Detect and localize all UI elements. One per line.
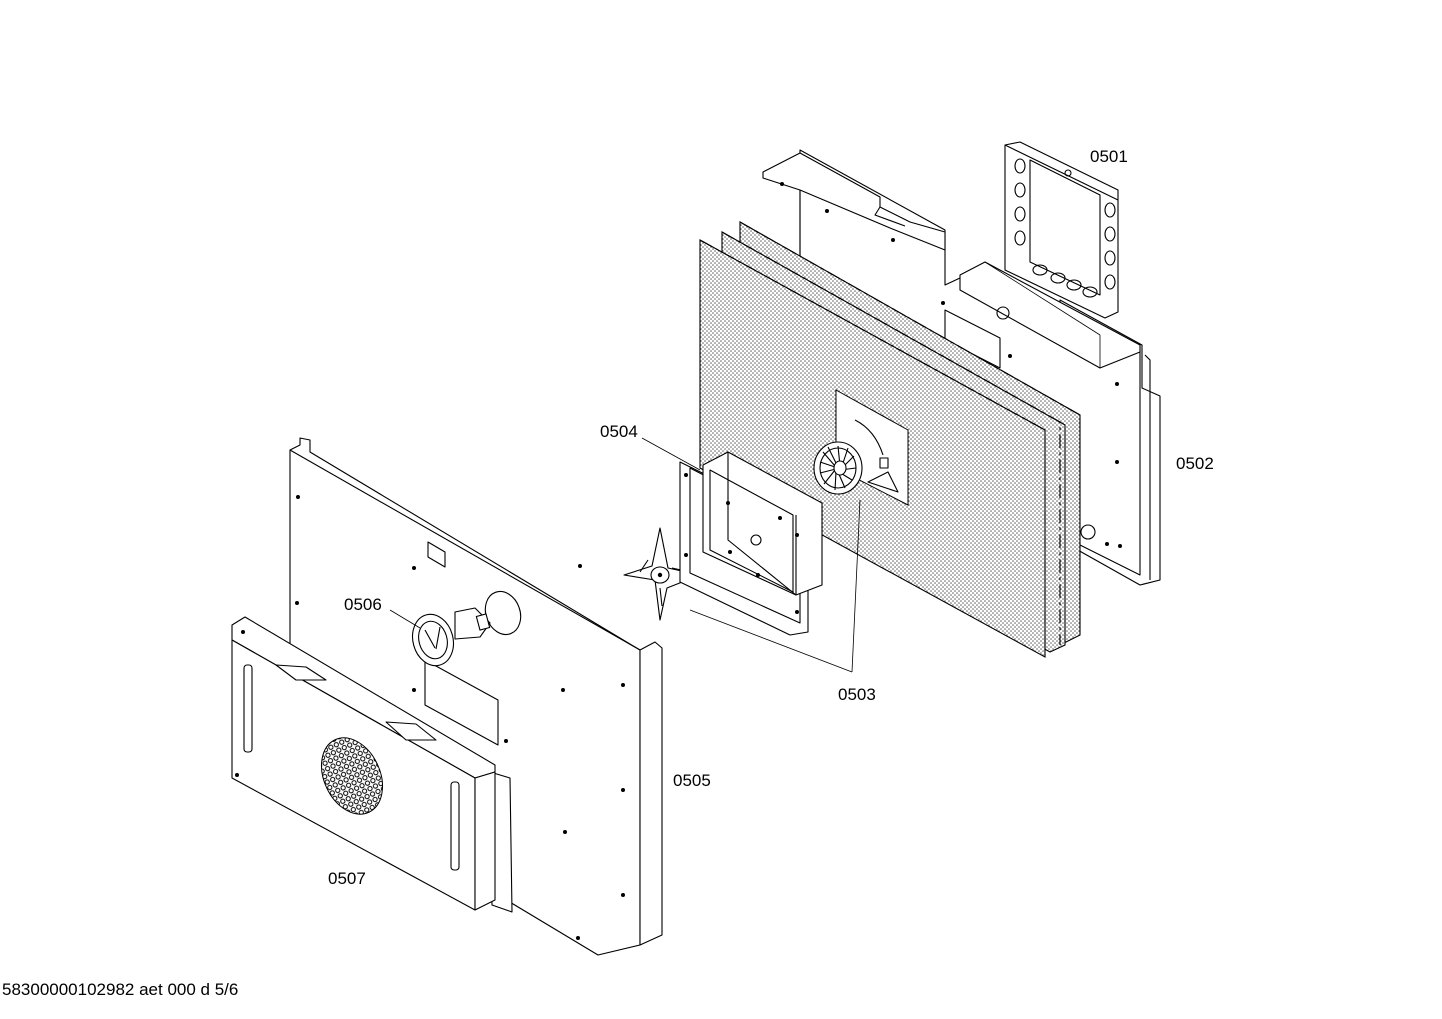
insulation-panels	[699, 221, 1081, 658]
drawing-id-footer: 58300000102982 aet 000 d 5/6	[2, 980, 239, 999]
part-label-0507: 0507	[328, 869, 366, 888]
convection-fan-wheel-small	[813, 441, 863, 495]
part-label-0502: 0502	[1176, 454, 1214, 473]
leader-lines-0503	[689, 499, 861, 673]
rear-cavity-wall	[289, 437, 663, 956]
fan-cover-panel	[231, 616, 513, 913]
part-label-0504: 0504	[600, 422, 638, 441]
convection-fan-blade	[623, 527, 701, 621]
part-label-0505: 0505	[673, 771, 711, 790]
terminal-box	[1004, 141, 1119, 319]
fan-motor-housing	[641, 437, 823, 636]
part-label-0506: 0506	[344, 595, 382, 614]
part-label-0503: 0503	[838, 685, 876, 704]
part-label-0501: 0501	[1090, 147, 1128, 166]
part-callouts: 0501 0502 0503 0504 0505 0506 0507	[328, 147, 1214, 888]
oven-lamp	[389, 607, 491, 667]
